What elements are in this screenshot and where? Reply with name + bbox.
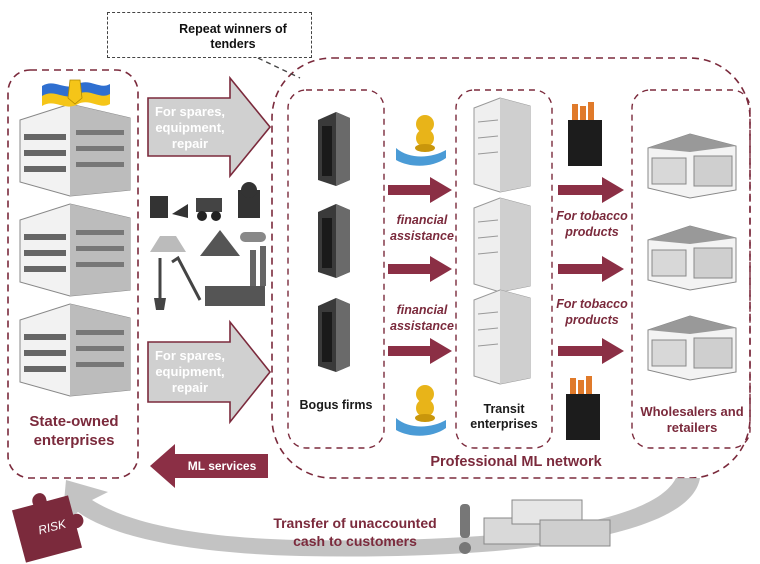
spares-bottom-label: For spares, equipment, repair (154, 348, 226, 395)
financial-assistance-2: financial assistance (390, 303, 454, 333)
wholesalers-label: Wholesalers and retailers (640, 404, 744, 435)
store-building-3 (647, 315, 737, 381)
spares-top-arrow (147, 75, 272, 179)
transit-to-wholesale-arrows (558, 177, 624, 364)
store-building-1 (647, 133, 737, 199)
ukraine-emblem (42, 79, 110, 107)
coin-hand-top (396, 115, 446, 166)
industrial-equipment-cluster (150, 182, 266, 310)
ml-network-container (271, 57, 751, 479)
transit-building-1 (473, 97, 531, 193)
risk-puzzle-icon (12, 493, 84, 563)
ml-services-label: ML services (187, 459, 257, 473)
state-enterprises-container (7, 69, 139, 479)
tobacco-label-1: For tobacco products (556, 209, 628, 239)
bogus-firms-label: Bogus firms (299, 398, 373, 412)
bogus-to-transit-arrows (388, 177, 452, 364)
tender-connector-line (257, 57, 301, 79)
tender-label: Repeat winners of tenders (179, 22, 287, 51)
ml-network-label: Professional ML network (430, 454, 602, 470)
store-building-2 (647, 225, 737, 291)
tobacco-label-2: For tobacco products (556, 297, 628, 327)
bogus-building-2 (318, 204, 350, 278)
bogus-building-3 (318, 298, 350, 372)
state-building-1 (19, 103, 131, 197)
ml-services-arrow (150, 444, 268, 488)
bogus-building-1 (318, 112, 350, 186)
spares-bottom-arrow (147, 319, 272, 425)
transit-building-3 (473, 289, 531, 385)
state-building-2 (19, 203, 131, 297)
state-enterprises-label: State-owned enterprises (29, 413, 119, 449)
exclamation-icon (459, 504, 471, 554)
transit-label: Transit enterprises (470, 402, 538, 431)
bogus-firms-container (287, 89, 385, 449)
coin-hand-bottom (396, 385, 446, 436)
tender-box: Repeat winners of tenders (107, 12, 312, 58)
state-building-3 (19, 303, 131, 397)
wholesalers-container (631, 89, 751, 449)
transfer-cash-label: Transfer of unaccounted cash to customer… (273, 515, 437, 549)
financial-assistance-1: financial assistance (390, 213, 454, 243)
cigarette-pack-top (568, 102, 602, 166)
transit-container (455, 89, 553, 449)
cash-stacks (483, 499, 611, 547)
spares-top-label: For spares, equipment, repair (154, 104, 226, 151)
cigarette-pack-bottom (566, 376, 600, 440)
transit-building-2 (473, 197, 531, 293)
